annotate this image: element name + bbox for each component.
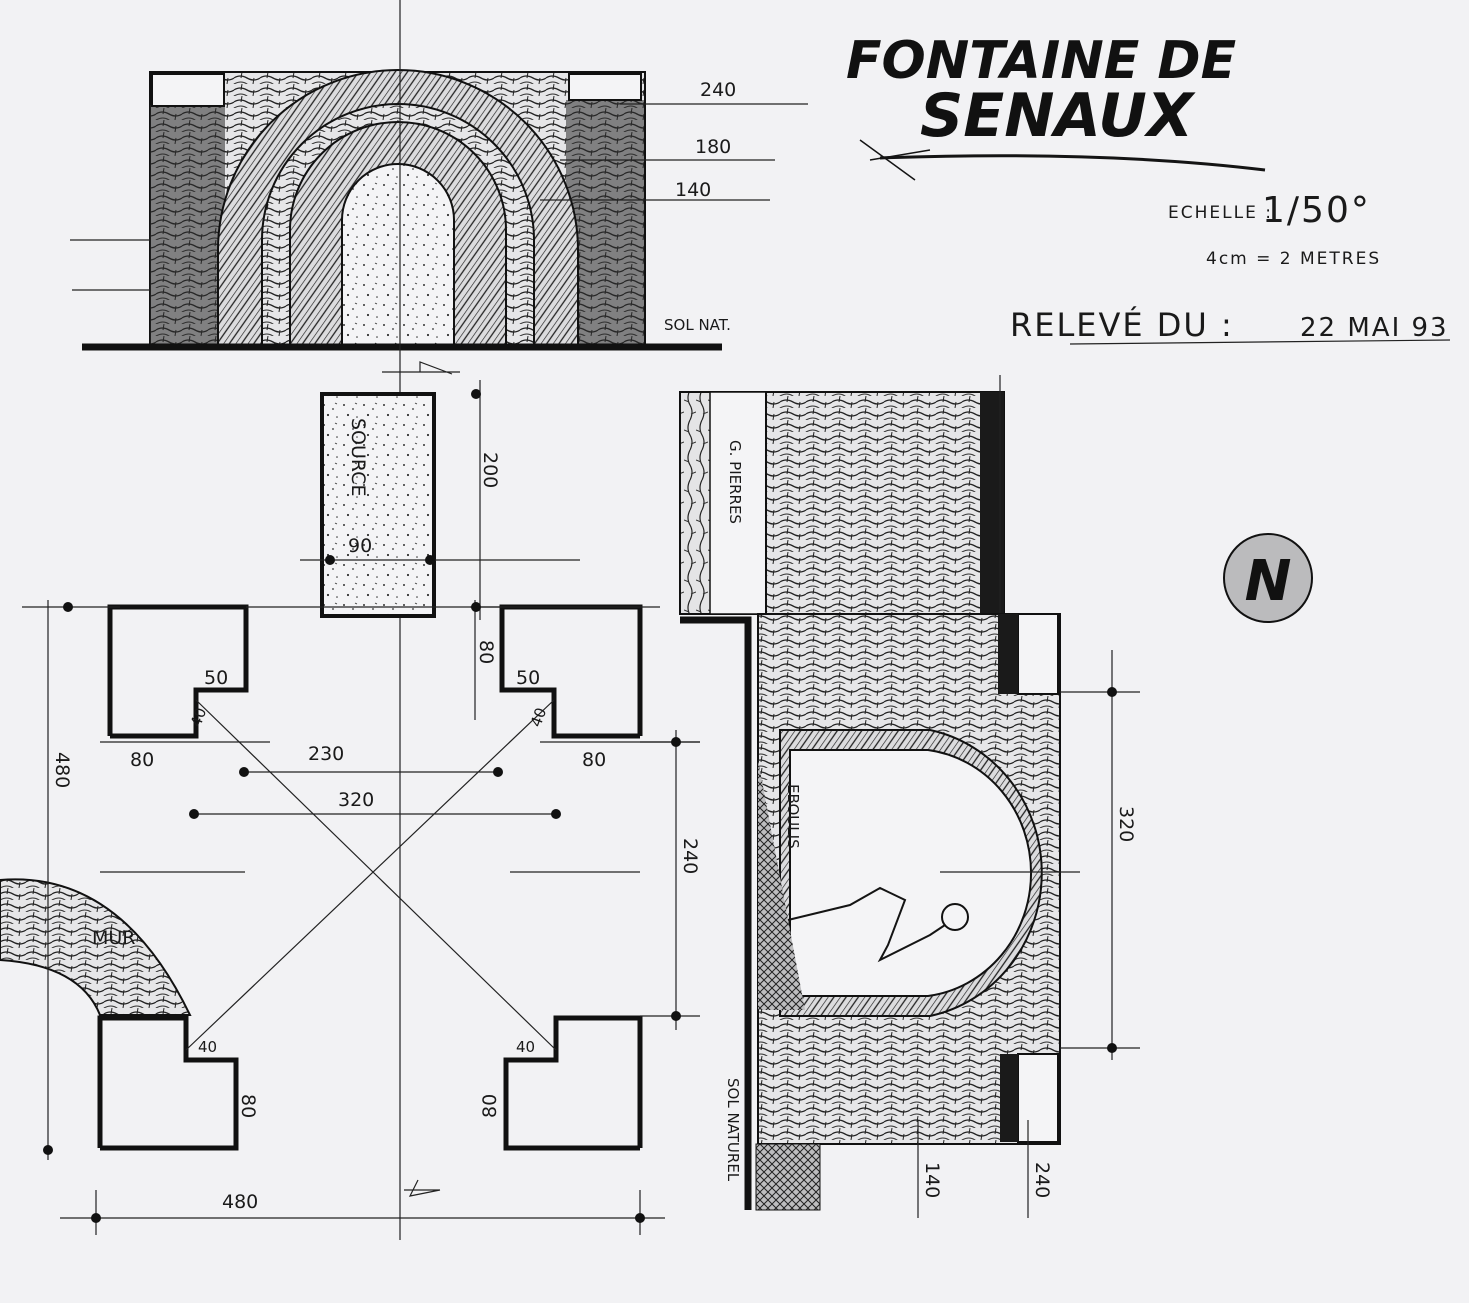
section-stones-panel xyxy=(709,391,767,615)
section-dim-320: 320 xyxy=(1115,806,1137,842)
title-block: FONTAINE DE SENAUX ECHELLE : 1/50° 4cm =… xyxy=(846,31,1451,345)
north-badge: N xyxy=(1223,533,1313,623)
section-dim-240: 240 xyxy=(1031,1162,1053,1198)
section-bottom-shadow xyxy=(1000,1054,1018,1142)
floor-plan: SOURCE 90 200 MUR 80 80 50 50 40 40 80 xyxy=(0,361,701,1235)
section-ground-fill xyxy=(755,1143,821,1211)
plan-block-bottom-right xyxy=(503,1015,643,1151)
plan-dim-40-lr: 40 xyxy=(516,1038,535,1056)
plan-wall-label: MUR xyxy=(92,927,136,949)
plan-source-label: SOURCE xyxy=(347,418,369,496)
section-bottom-niche xyxy=(1017,1053,1059,1143)
scale-equivalence: 4cm = 2 METRES xyxy=(1206,249,1381,269)
plan-block-bottom-left xyxy=(97,1015,239,1151)
title-underline xyxy=(879,154,1266,172)
plan-diagonals xyxy=(185,699,557,1051)
plan-dim-40-ur: 40 xyxy=(527,705,550,729)
elevation-opening xyxy=(341,163,455,345)
title-line-2: SENAUX xyxy=(920,81,1196,151)
scale-value: 1/50° xyxy=(1262,190,1371,231)
section-dot-bottom xyxy=(1107,1043,1117,1053)
survey-date: 22 MAI 93 xyxy=(1300,313,1449,343)
section-scree-fill xyxy=(758,760,805,1010)
section-vault-opening xyxy=(789,749,1032,997)
elevation-left-ticks xyxy=(70,239,150,291)
side-section: G. PIERRES EBOULIS SOL NATUREL 320 140 2… xyxy=(679,375,1140,1218)
scale-label: ECHELLE : xyxy=(1168,203,1273,223)
plan-dim-80-left: 80 xyxy=(130,749,154,771)
section-dot-top xyxy=(1107,687,1117,697)
plan-section-arrow-top xyxy=(382,361,460,375)
section-bottom-refs xyxy=(917,1120,1029,1218)
title-flourish xyxy=(859,139,931,181)
elevation-dim-180: 180 xyxy=(695,136,731,158)
front-elevation: 240 180 140 SOL NAT. xyxy=(70,0,808,1240)
section-dim-140: 140 xyxy=(921,1162,943,1198)
plan-dim-480-left: 480 xyxy=(51,752,73,788)
survey-label: RELEVÉ DU : xyxy=(1010,306,1234,344)
plan-dim-240-extensions xyxy=(640,741,700,1017)
elevation-dim-140: 140 xyxy=(675,179,711,201)
plan-dim-80-ll: 80 xyxy=(237,1094,259,1118)
section-spout xyxy=(941,903,969,931)
plan-dim-80-right: 80 xyxy=(582,749,606,771)
plan-dim-480-bottom: 480 xyxy=(222,1191,258,1213)
section-upper-masonry xyxy=(765,391,1005,615)
section-stones-label: G. PIERRES xyxy=(726,440,744,524)
elevation-niche-left xyxy=(151,73,225,107)
plan-dim-80-upper: 80 xyxy=(475,640,497,664)
plan-section-arrow-bottom xyxy=(404,1179,441,1197)
elevation-niche-right xyxy=(568,73,642,101)
section-water-sketch xyxy=(787,886,946,963)
plan-dim-40-ll: 40 xyxy=(198,1038,217,1056)
north-circle xyxy=(1223,533,1313,623)
plan-dim-40-ul: 40 xyxy=(187,705,210,729)
plan-dim-480-extensions xyxy=(95,1190,641,1235)
plan-dim-230: 230 xyxy=(308,743,344,765)
plan-dim-50-left: 50 xyxy=(204,667,228,689)
elevation-shadow-left xyxy=(150,105,225,345)
plan-dim-320: 320 xyxy=(338,789,374,811)
section-top-shadow xyxy=(998,614,1018,694)
section-top-niche xyxy=(1017,613,1059,695)
plan-dim-80-lr: 80 xyxy=(479,1094,501,1118)
plan-dim-50-right: 50 xyxy=(516,667,540,689)
elevation-ground-label: SOL NAT. xyxy=(664,316,731,334)
plan-source-channel xyxy=(320,392,436,618)
section-ground-label: SOL NATUREL xyxy=(724,1078,742,1182)
north-icon: N xyxy=(1245,549,1292,614)
section-front-wall xyxy=(680,616,752,1210)
plan-dimension-dots xyxy=(43,389,681,1223)
section-scree-label: EBOULIS xyxy=(784,784,802,849)
title-line-1: FONTAINE DE xyxy=(846,31,1236,91)
survey-underline xyxy=(1069,339,1451,345)
elevation-dim-240: 240 xyxy=(700,79,736,101)
plan-dim-240: 240 xyxy=(679,838,701,874)
section-dim-320-extensions xyxy=(1060,691,1140,1049)
plan-source-depth: 200 xyxy=(479,452,501,488)
plan-source-width: 90 xyxy=(348,535,372,557)
